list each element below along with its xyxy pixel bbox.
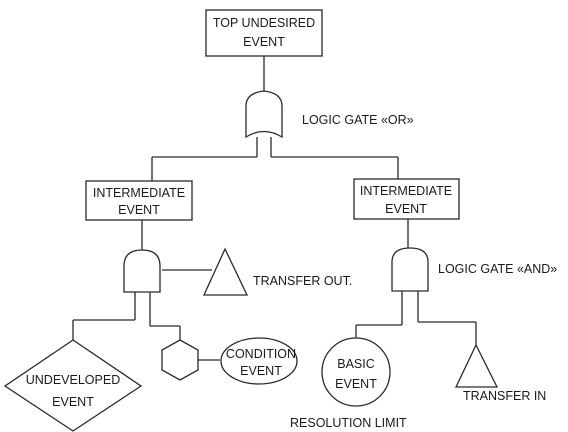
basic-line1: BASIC: [337, 357, 375, 371]
undeveloped-event-diamond: UNDEVELOPED EVENT: [3, 339, 143, 432]
condition-line1: CONDITION: [226, 347, 296, 361]
and-gate-right-symbol: [391, 247, 429, 292]
undeveloped-line1: UNDEVELOPED: [26, 373, 120, 387]
intermediate-left-line2: EVENT: [118, 203, 160, 217]
connectors: [72, 56, 477, 361]
or-gate-symbol: [245, 90, 283, 139]
conditioning-hexagon: [161, 339, 199, 381]
transfer-out-label: TRANSFER OUT.: [253, 274, 352, 288]
basic-line2: EVENT: [335, 377, 377, 391]
top-undesired-event: TOP UNDESIRED EVENT: [205, 9, 323, 57]
transfer-in-label: TRANSFER IN: [463, 389, 546, 403]
undeveloped-line2: EVENT: [52, 395, 94, 409]
intermediate-event-right: INTERMEDIATE EVENT: [353, 178, 460, 220]
resolution-limit-label: RESOLUTION LIMIT: [290, 416, 407, 430]
condition-line2: EVENT: [240, 364, 282, 378]
and-gate-left-symbol: [123, 249, 161, 293]
transfer-in-triangle: [454, 343, 499, 388]
intermediate-left-line1: INTERMEDIATE: [93, 186, 185, 200]
top-event-line2: EVENT: [243, 35, 285, 49]
transfer-out-triangle: [202, 247, 249, 296]
top-event-line1: TOP UNDESIRED: [213, 16, 315, 30]
intermediate-event-left: INTERMEDIATE EVENT: [85, 180, 193, 221]
condition-event-ellipse: CONDITION EVENT: [220, 337, 298, 385]
and-gate-label: LOGIC GATE «AND»: [438, 262, 557, 276]
intermediate-right-line2: EVENT: [385, 202, 427, 216]
intermediate-right-line1: INTERMEDIATE: [360, 184, 452, 198]
or-gate-label: LOGIC GATE «OR»: [302, 113, 414, 127]
basic-event-circle: BASIC EVENT: [321, 337, 391, 407]
